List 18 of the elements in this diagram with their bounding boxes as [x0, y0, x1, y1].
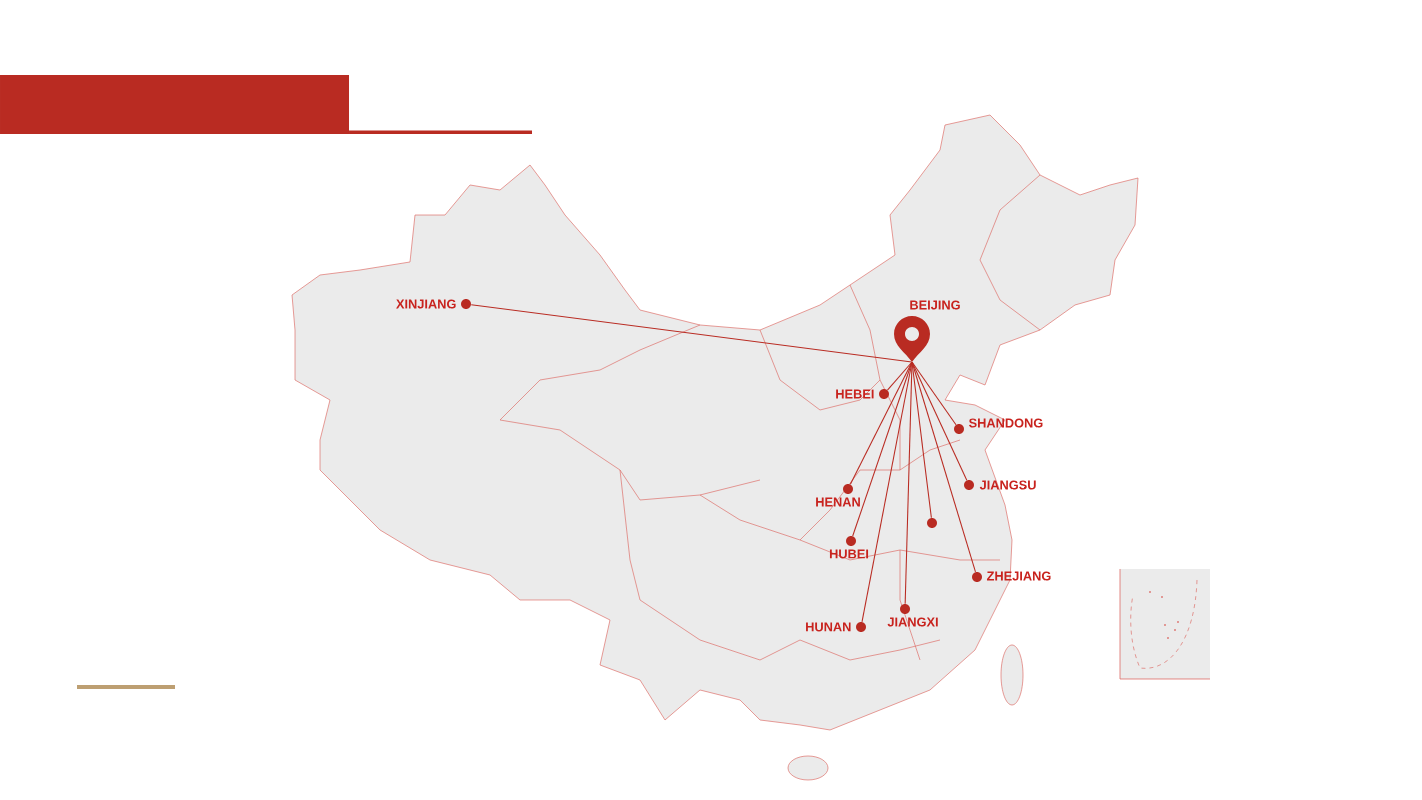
place-label: JIANGXI	[887, 617, 938, 627]
connector-line	[861, 361, 913, 623]
place-label: HUNAN	[806, 622, 851, 632]
place-label: BEIJING	[910, 300, 960, 310]
place-label: JIANGSU	[979, 480, 1036, 490]
connector-line	[470, 304, 913, 363]
place-label: XINJIANG	[396, 299, 456, 309]
connector-line	[886, 361, 913, 391]
connector-line	[849, 361, 913, 485]
place-label: ZHEJIANG	[987, 571, 1051, 581]
connector-line	[911, 361, 968, 481]
connector-line	[911, 361, 957, 426]
connector-line	[904, 361, 913, 605]
place-label: SHANDONG	[969, 418, 1043, 428]
place-label: HUBEI	[829, 549, 869, 559]
connector-line	[852, 361, 913, 537]
place-label: HENAN	[816, 497, 860, 507]
place-label: HEBEI	[836, 389, 874, 399]
